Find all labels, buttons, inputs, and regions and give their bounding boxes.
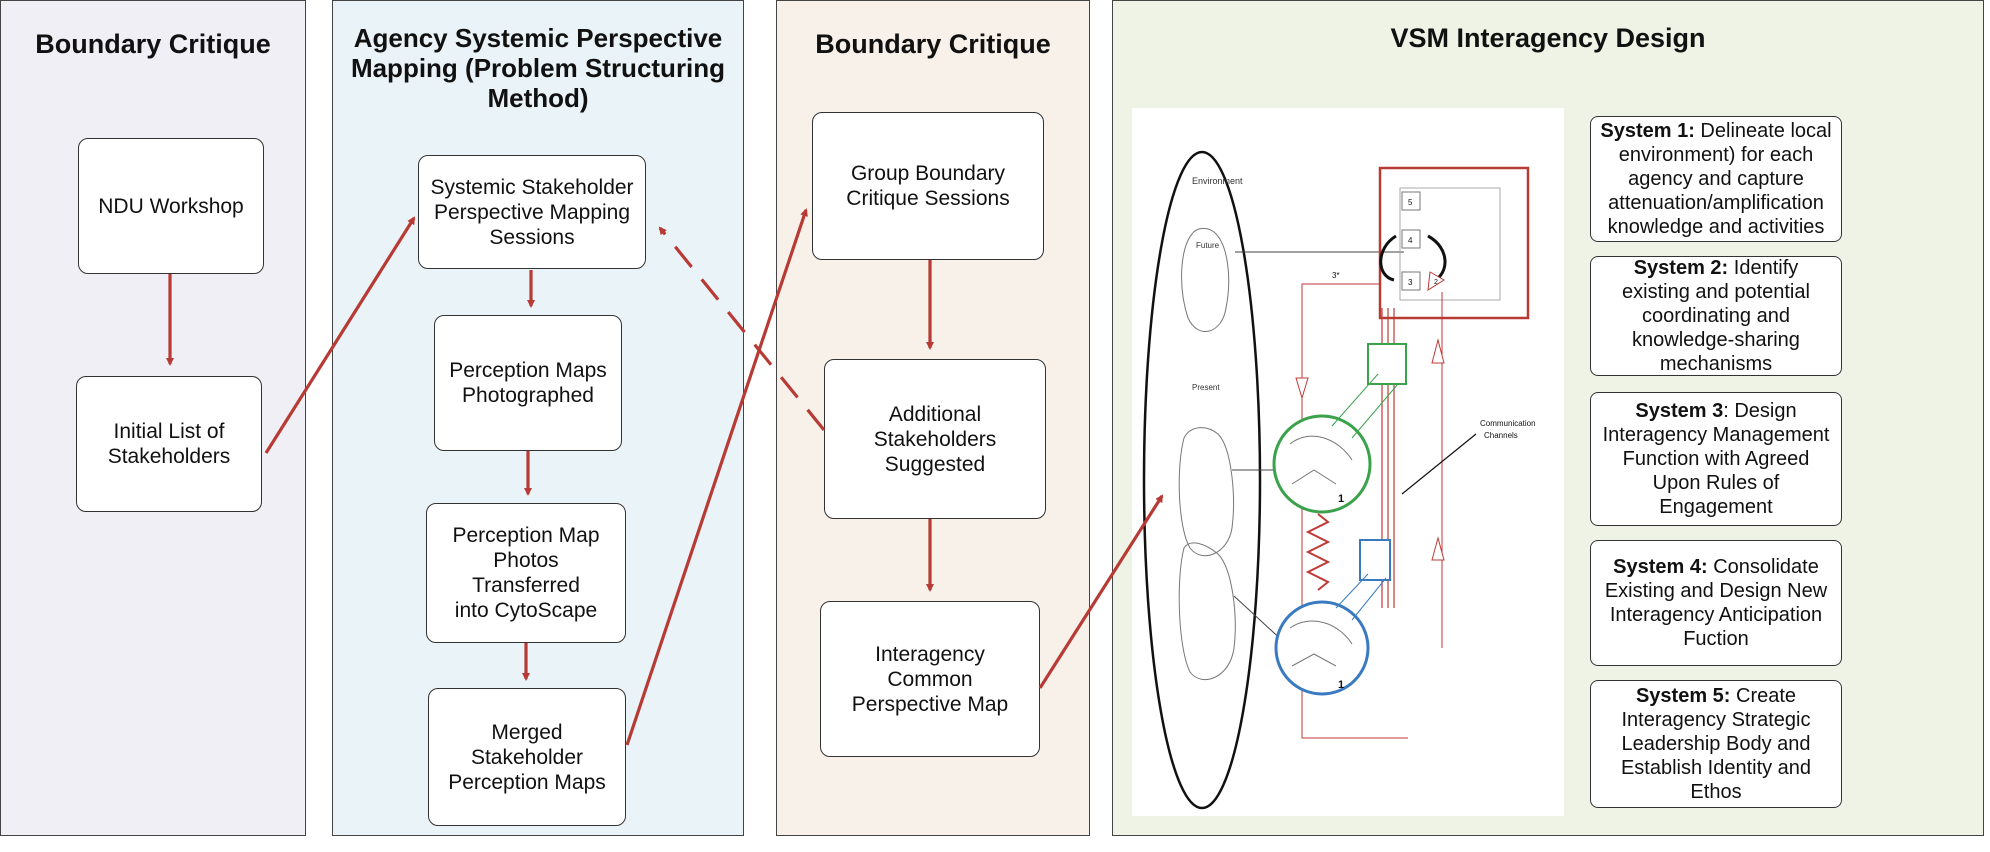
system-3-text: : Design Interagency Management Function… [1602, 400, 1830, 518]
system-1-text: Delineate local environment) for each ag… [1607, 120, 1832, 238]
communication-label-1: Communication [1480, 419, 1536, 428]
system-2-text: Identify existing and potential coordina… [1622, 257, 1810, 375]
system-5-heading: System 5: [1635, 685, 1731, 707]
amplifier-triangle [1295, 377, 1309, 400]
arrow-merged-to-group [625, 208, 808, 746]
panel-title: VSM Interagency Design [1390, 23, 1706, 53]
box-ndu-workshop: NDU Workshop [78, 138, 264, 274]
present-blob-1 [1178, 427, 1234, 557]
environment-ellipse [1142, 150, 1262, 810]
system-5-node [1401, 191, 1421, 211]
operation-circle-green [1272, 414, 1372, 514]
box-group-boundary-critique-sessions: Group Boundary Critique Sessions [812, 112, 1044, 260]
box-systemic-stakeholder-sessions: Systemic Stakeholder Perspective Mapping… [418, 155, 646, 269]
system-2-node-label: 2 [1434, 279, 1438, 286]
vsm-diagram-svg: Environment Future Present 5 4 3 2 3* [1142, 150, 1536, 810]
communication-label-2: Channels [1484, 431, 1518, 440]
system-3-node-label: 3 [1408, 278, 1413, 287]
system-2-box: System 2: Identify existing and potentia… [1590, 256, 1842, 376]
system-4-node [1401, 229, 1421, 249]
system-4-heading: System 4: [1613, 556, 1708, 578]
box-interagency-common-perspective-map: Interagency Common Perspective Map [820, 601, 1040, 757]
system-3-box: System 3: Design Interagency Management … [1590, 392, 1842, 526]
future-blob [1181, 227, 1230, 332]
system-3-heading: System 3 [1635, 400, 1724, 422]
box-merged-stakeholder-perception-maps: Merged Stakeholder Perception Maps [428, 688, 626, 826]
system-5-text: Create Interagency Strategic Leadership … [1620, 685, 1812, 803]
system-5-box: System 5: Create Interagency Strategic L… [1590, 680, 1842, 808]
management-box-blue [1359, 539, 1391, 581]
metasystem-box [1378, 166, 1530, 320]
system-4-node-label: 4 [1408, 236, 1413, 245]
green-link [1351, 383, 1399, 439]
system-5-node-label: 5 [1408, 198, 1413, 207]
blue-link [1335, 573, 1369, 609]
channel-3star-label: 3* [1332, 271, 1340, 280]
future-label: Future [1196, 241, 1220, 250]
operation-detail-blue [1289, 620, 1353, 667]
operation-circle-blue [1274, 600, 1370, 696]
operation-detail-green [1289, 435, 1353, 485]
arrow-initial-to-sessions [264, 216, 416, 454]
operation-label-1: 1 [1338, 493, 1344, 505]
communication-pointer [1401, 433, 1477, 495]
panel-title: Boundary Critique [815, 29, 1051, 59]
green-link [1331, 373, 1379, 427]
panel-title: Agency Systemic Perspective Mapping (Pro… [350, 23, 726, 113]
box-perception-map-photos-transferred: Perception Map Photos Transferred into C… [426, 503, 626, 643]
panel-title: Boundary Critique [35, 29, 271, 59]
box-additional-stakeholders-suggested: Additional Stakeholders Suggested [824, 359, 1046, 519]
metasystem-inner [1399, 187, 1501, 301]
box-initial-list-of-stakeholders: Initial List of Stakeholders [76, 376, 262, 512]
system-4-text: Consolidate Existing and Design New Inte… [1604, 556, 1828, 650]
system-2-heading: System 2: [1633, 257, 1729, 279]
system-1-box: System 1: Delineate local environment) f… [1590, 116, 1842, 242]
operation-label-2: 1 [1338, 679, 1344, 691]
system-2-triangle-2 [1431, 338, 1445, 364]
blue-link [1351, 577, 1387, 621]
arrow-common-to-vsm [1038, 494, 1164, 689]
present-label: Present [1192, 383, 1220, 392]
system-1-heading: System 1: [1600, 120, 1695, 142]
present-blob-2 [1178, 542, 1236, 681]
box-perception-maps-photographed: Perception Maps Photographed [434, 315, 622, 451]
vsm-diagram: Environment Future Present 5 4 3 2 3* [1132, 108, 1564, 816]
system-4-box: System 4: Consolidate Existing and Desig… [1590, 540, 1842, 666]
management-box-green [1367, 343, 1407, 385]
system-2-triangle [1427, 271, 1445, 291]
environment-label: Environment [1192, 176, 1243, 186]
system-3-node [1401, 271, 1421, 291]
system-2-triangle-3 [1431, 536, 1445, 561]
channel-3star [1301, 283, 1408, 739]
arrow-additional-to-sessions-dashed [658, 226, 826, 432]
loop-arrow-left [1379, 234, 1397, 282]
spring-connector [1305, 513, 1331, 591]
